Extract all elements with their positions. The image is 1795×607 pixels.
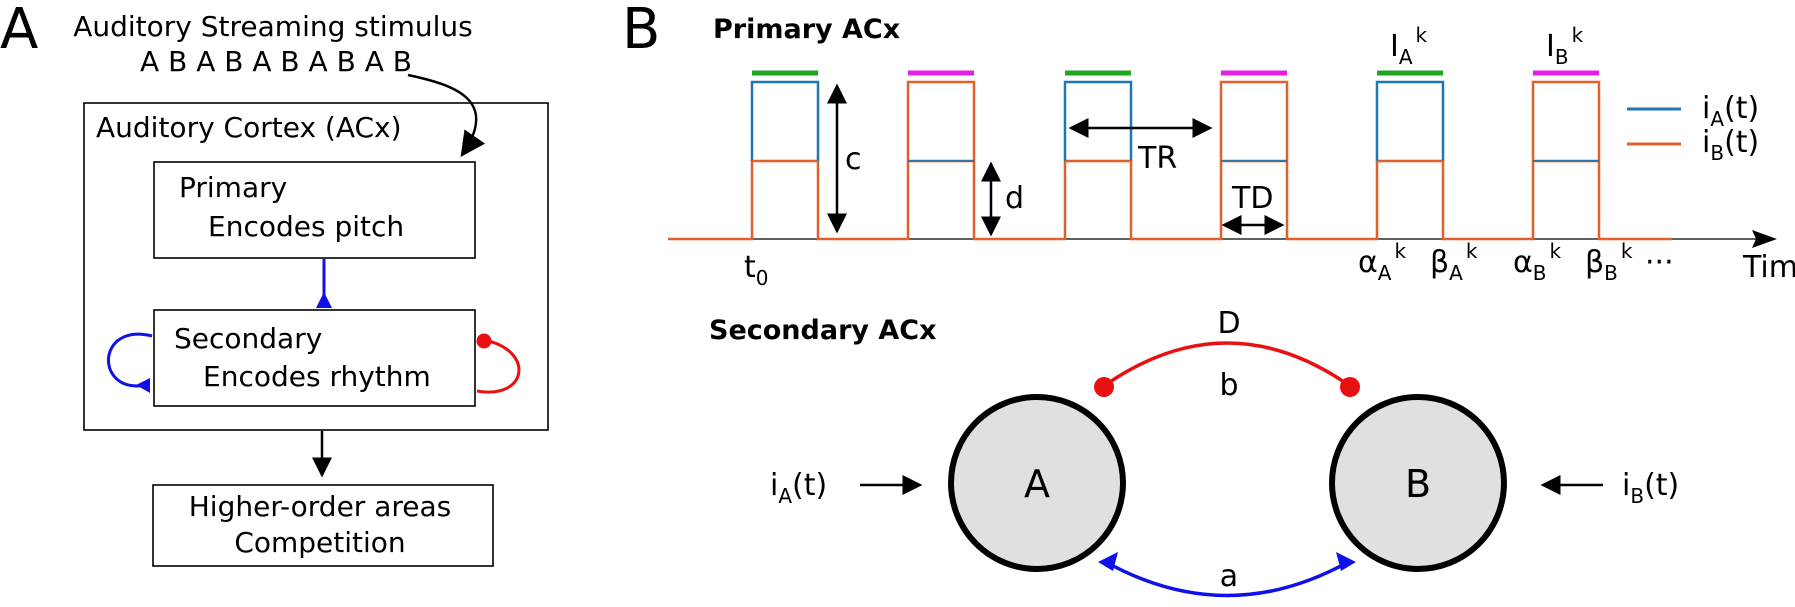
primary-desc: Encodes pitch — [208, 210, 404, 243]
ellipsis: ··· — [1645, 245, 1674, 280]
legend-label-b: iB(t) — [1702, 125, 1759, 165]
label-D: D — [1217, 306, 1240, 341]
beta-b-label: βBk — [1585, 239, 1633, 285]
panel-a: A Auditory Streaming stimulus A B A B A … — [0, 0, 549, 567]
panel-b-letter: B — [622, 0, 660, 62]
secondary-desc: Encodes rhythm — [203, 360, 431, 393]
tone-label-a: IAk — [1390, 23, 1428, 69]
legend-label-a: iA(t) — [1702, 91, 1759, 131]
excitatory-arrowhead-a — [1098, 552, 1118, 571]
pulse-high-6 — [1531, 80, 1601, 161]
excitatory-arrowhead-b — [1336, 552, 1356, 571]
trace-b-baseline — [668, 159, 1672, 241]
label-a: a — [1220, 559, 1238, 594]
t0-label: t0 — [744, 250, 769, 290]
self-excitation-arrowhead — [136, 378, 150, 393]
pulse-high-4 — [1219, 80, 1289, 161]
primary-secondary-arrowhead — [316, 292, 332, 308]
inhibitory-dot-b — [1340, 377, 1360, 397]
td-label: TD — [1231, 181, 1273, 216]
pulse-traces — [668, 80, 1672, 241]
pulse-high-1 — [750, 80, 820, 161]
primary-box — [153, 161, 476, 259]
inhibitory-dot-a — [1094, 377, 1114, 397]
stimulus-sequence: A B A B A B A B A B — [140, 45, 412, 78]
panel-b: B Primary ACx Time ··· IAk IBk c d TR TD — [622, 0, 1795, 598]
pulse-high-2 — [906, 80, 976, 161]
panel-a-letter: A — [0, 0, 38, 62]
input-b-label: iB(t) — [1622, 468, 1679, 508]
pulse-high-3 — [1063, 80, 1133, 161]
inhibitory-arc — [1102, 341, 1352, 388]
input-a-label: iA(t) — [770, 468, 827, 508]
secondary-acx-title: Secondary ACx — [709, 315, 937, 346]
stimulus-arrow — [407, 73, 486, 158]
tr-label: TR — [1137, 141, 1177, 176]
secondary-box — [153, 309, 476, 407]
primary-acx-title: Primary ACx — [713, 14, 900, 45]
node-b-label: B — [1405, 462, 1431, 506]
higher-title: Higher-order areas — [189, 490, 452, 523]
node-a-label: A — [1024, 462, 1050, 506]
auditory-cortex-box — [83, 102, 549, 431]
alpha-a-label: αAk — [1358, 239, 1406, 285]
primary-title: Primary — [179, 171, 287, 204]
time-axis-arrowhead — [1752, 230, 1777, 248]
alpha-b-label: αBk — [1513, 239, 1562, 285]
c-label: c — [845, 142, 862, 177]
node-b — [1329, 394, 1507, 572]
time-label: Time — [1742, 250, 1795, 285]
inhibition-dot — [476, 333, 492, 349]
excitatory-arc — [1103, 559, 1351, 598]
pulse-high-5 — [1375, 80, 1445, 161]
beta-a-label: βAk — [1430, 239, 1478, 285]
higher-desc: Competition — [234, 526, 405, 559]
label-b: b — [1219, 368, 1238, 403]
higher-order-box — [152, 484, 494, 567]
legend: iA(t) iB(t) — [1627, 91, 1759, 165]
secondary-title: Secondary — [174, 322, 322, 355]
cortex-label: Auditory Cortex (ACx) — [96, 111, 402, 144]
self-excitation-loop — [107, 332, 153, 388]
mutual-inhibition-loop — [476, 338, 521, 394]
node-a — [948, 394, 1126, 572]
stimulus-title: Auditory Streaming stimulus — [73, 10, 473, 43]
tone-label-b: IBk — [1546, 23, 1584, 69]
d-label: d — [1005, 181, 1024, 216]
